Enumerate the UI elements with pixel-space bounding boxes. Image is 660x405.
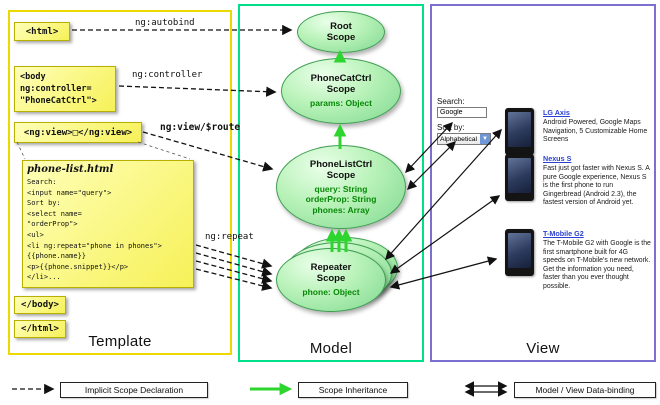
ng-repeat-label: ng:repeat <box>205 232 254 242</box>
dropdown-arrow-icon: ▼ <box>480 134 490 144</box>
phone-snippet: Android Powered, Google Maps Navigation,… <box>543 119 648 144</box>
phone-link[interactable]: Nexus S <box>543 154 572 163</box>
scope-props: phone: Object <box>302 287 360 298</box>
template-panel-title: Template <box>88 333 152 350</box>
sort-select-value: Alphabetical <box>440 135 478 143</box>
phone-screen <box>508 233 531 268</box>
model-panel-title: Model <box>309 340 353 357</box>
scope-props: params: Object <box>310 98 372 109</box>
phone-screen <box>508 158 531 193</box>
phone-link[interactable]: LG Axis <box>543 108 570 117</box>
phone-list-item: T-Mobile G2 The T-Mobile G2 with Google … <box>505 229 651 292</box>
phone-text: Nexus S Fast just got faster with Nexus … <box>543 154 651 208</box>
search-input[interactable] <box>437 107 487 118</box>
phone-list-code: Search: <input name="query"> Sort by: <s… <box>27 178 162 282</box>
phone-snippet: Fast just got faster with Nexus S. A pur… <box>543 165 650 207</box>
legend-implicit-scope: Implicit Scope Declaration <box>60 382 208 398</box>
repeater-scope-ellipse: Repeater Scope phone: Object <box>276 248 386 312</box>
scope-name: PhoneListCtrl Scope <box>309 158 373 181</box>
view-panel-title: View <box>526 340 560 357</box>
phone-link[interactable]: T-Mobile G2 <box>543 229 584 238</box>
search-label: Search: <box>437 97 465 106</box>
scope-props: query: String orderProp: String phones: … <box>305 183 377 215</box>
scope-name: Repeater Scope <box>310 262 352 285</box>
legend-scope-inheritance: Scope Inheritance <box>298 382 408 398</box>
legend-data-binding: Model / View Data-binding <box>514 382 656 398</box>
scope-name: Root Scope <box>326 21 356 43</box>
body-close-box: </body> <box>14 296 66 314</box>
body-open-box: <body ng:controller= "PhoneCatCtrl"> <box>14 66 116 112</box>
phone-image[interactable] <box>505 229 534 276</box>
phone-image[interactable] <box>505 108 534 155</box>
ng-controller-label: ng:controller <box>132 70 203 80</box>
html-close-box: </html> <box>14 320 66 338</box>
root-scope-ellipse: Root Scope <box>297 11 385 53</box>
phone-text: LG Axis Android Powered, Google Maps Nav… <box>543 108 651 155</box>
phone-image[interactable] <box>505 154 534 201</box>
phone-text: T-Mobile G2 The T-Mobile G2 with Google … <box>543 229 651 292</box>
sort-select[interactable]: Alphabetical ▼ <box>437 133 491 145</box>
ng-autobind-label: ng:autobind <box>135 18 195 28</box>
phone-list-title: phone-list.html <box>27 164 114 175</box>
phone-list-template-box: phone-list.html Search: <input name="que… <box>22 160 194 288</box>
scope-name: PhoneCatCtrl Scope <box>310 73 372 96</box>
ng-view-box: <ng:view>□</ng:view> <box>14 122 142 143</box>
sort-label: Sort by: <box>437 123 465 132</box>
phonelist-scope-ellipse: PhoneListCtrl Scope query: String orderP… <box>276 145 406 229</box>
phone-screen <box>508 112 531 147</box>
phone-list-item: Nexus S Fast just got faster with Nexus … <box>505 154 651 208</box>
phone-list-item: LG Axis Android Powered, Google Maps Nav… <box>505 108 651 155</box>
ng-view-route-label: ng:view/$route <box>160 122 241 133</box>
html-open-box: <html> <box>14 22 70 41</box>
phone-snippet: The T-Mobile G2 with Google is the first… <box>543 240 651 290</box>
phonecat-scope-ellipse: PhoneCatCtrl Scope params: Object <box>281 58 401 124</box>
